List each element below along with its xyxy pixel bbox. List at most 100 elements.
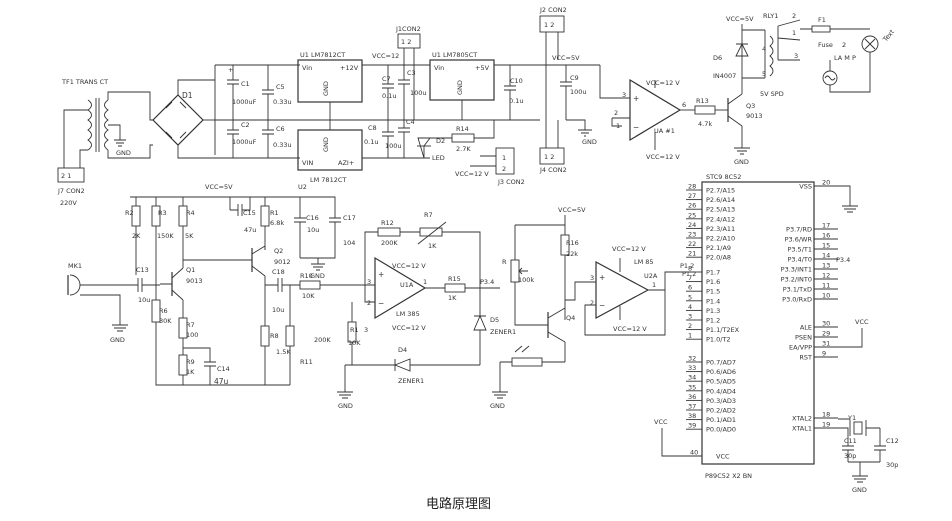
resistor-r10: R10 10K	[290, 272, 350, 300]
c5-value: 0.33u	[273, 98, 292, 106]
svg-text:1 2: 1 2	[401, 38, 411, 46]
resistor-r4: R4 5K	[178, 197, 195, 260]
comp-gnd-2: GND	[490, 402, 505, 410]
d6-value: IN4007	[713, 72, 736, 80]
u1c-gnd: GND	[456, 80, 464, 95]
r7b-label: R7	[424, 211, 433, 219]
u1b-out: AZI+	[338, 159, 354, 167]
pin-label: P1.0/T2	[706, 336, 731, 344]
r1b-label: R1	[350, 326, 359, 334]
u2a-label: U2A	[644, 272, 658, 280]
ac-voltage-label: 220V	[60, 199, 77, 207]
pin-number: 20	[822, 179, 830, 187]
c7-label: C7	[382, 75, 391, 83]
amp-gnd-1: GND	[310, 272, 325, 280]
svg-text:3: 3	[364, 326, 368, 334]
pin-label: P1.5	[706, 288, 720, 296]
r13-label: R13	[696, 97, 709, 105]
transistor-q1: Q1 9013	[160, 260, 203, 318]
svg-text:+: +	[599, 273, 605, 282]
relay-coil: 5V SPD	[760, 90, 784, 98]
pin-label: P2.1/A9	[706, 244, 731, 252]
r4-label: R4	[186, 209, 195, 217]
u1a-vcc-bot: VCC=12 V	[392, 324, 426, 332]
relay-driver-section: + − VCC=12 V VCC=12 V UA #1 3 2 1 6 R13 …	[599, 12, 896, 166]
q4-label: Q4	[566, 314, 575, 322]
resistor-r6: R6 30K	[151, 270, 290, 386]
comp-p34: P3.4	[480, 278, 494, 286]
r1b-value: 10K	[348, 339, 361, 347]
pin-number: 31	[822, 340, 830, 348]
capacitor-c14: C14 47u	[183, 347, 230, 386]
fuse-label: Fuse	[818, 41, 833, 49]
mcu-p12: P1.2	[682, 270, 696, 278]
pin-label: P3.2/INT0	[781, 276, 812, 284]
c13-value: 10u	[138, 296, 150, 304]
r11-value: 200K	[314, 336, 331, 344]
c2-value: 1000uF	[232, 138, 257, 146]
comp-gnd-1: GND	[338, 402, 353, 410]
d4-label: D4	[398, 346, 407, 354]
d5-value: ZENER1	[490, 328, 516, 336]
r14-value: 2.7K	[456, 145, 471, 153]
transistor-q3: Q3 9013 GND	[727, 78, 763, 166]
capacitor-c18: C18 10u	[265, 268, 300, 314]
pin-label: ALE	[800, 324, 812, 332]
pin-label: P3.1/TxD	[783, 286, 812, 294]
pin-label: P1.6	[706, 278, 720, 286]
j3-vcc-label: VCC=12 V	[455, 170, 489, 178]
capacitor-c16: C16 10u	[294, 197, 319, 258]
c8-value: 0.1u	[364, 138, 378, 146]
pin-label: EA/VPP	[789, 344, 812, 352]
power-supply-section: 2 1 J7 CON2 220V TF1 TRANS CT GND D1	[57, 6, 600, 207]
r9-label: R9	[186, 358, 195, 366]
pin-number: 27	[688, 192, 696, 200]
svg-text:2: 2	[590, 299, 594, 307]
pin-label: P2.2/A10	[706, 235, 735, 243]
pin-label: P3.6/WR	[785, 236, 813, 244]
capacitor-c12: C12 30p	[874, 428, 899, 469]
pin-number: 26	[688, 202, 696, 210]
svg-text:1 2: 1 2	[544, 21, 554, 29]
resistor-r12: R12 200K	[364, 219, 420, 270]
r10-label: R10	[300, 272, 313, 280]
j3-label: J3 CON2	[497, 178, 525, 186]
connector-j3: 1 2 VCC=12 V J3 CON2	[455, 147, 525, 186]
led-d2: D2 LED	[417, 137, 452, 162]
pin-number: 40	[690, 449, 698, 457]
capacitor-c8: C8 0.1u	[364, 120, 394, 158]
svg-text:−: −	[378, 299, 384, 308]
u1b-label: LM 7812CT	[310, 176, 346, 184]
svg-text:3: 3	[622, 91, 626, 99]
pin-label: P0.3/AD3	[706, 397, 736, 405]
d4-value: ZENER1	[398, 377, 424, 385]
r8-value: 1.5K	[276, 348, 291, 356]
c6-label: C6	[276, 125, 285, 133]
pin-number: 23	[688, 231, 696, 239]
tf1-label: TF1 TRANS CT	[61, 78, 108, 86]
capacitor-c10: C10 0.1u	[504, 65, 523, 120]
svg-text:−: −	[599, 301, 605, 310]
svg-text:2: 2	[502, 165, 506, 173]
d1-label: D1	[182, 91, 193, 100]
resistor-r1b: R1 10K	[347, 302, 361, 365]
capacitor-c17: C17 104	[300, 196, 356, 259]
j1-label: J1CON2	[395, 25, 421, 33]
d2-label: D2	[436, 137, 445, 145]
pin-label: P0.7/AD7	[706, 359, 736, 367]
relay-vcc-label: VCC=5V	[726, 15, 754, 23]
u1b-gnd: GND	[322, 137, 330, 152]
pin-number: 10	[822, 292, 830, 300]
j4-label: J4 CON2	[539, 166, 567, 174]
capacitor-c5: C5 0.33u	[262, 65, 292, 120]
svg-text:2: 2	[614, 109, 618, 117]
